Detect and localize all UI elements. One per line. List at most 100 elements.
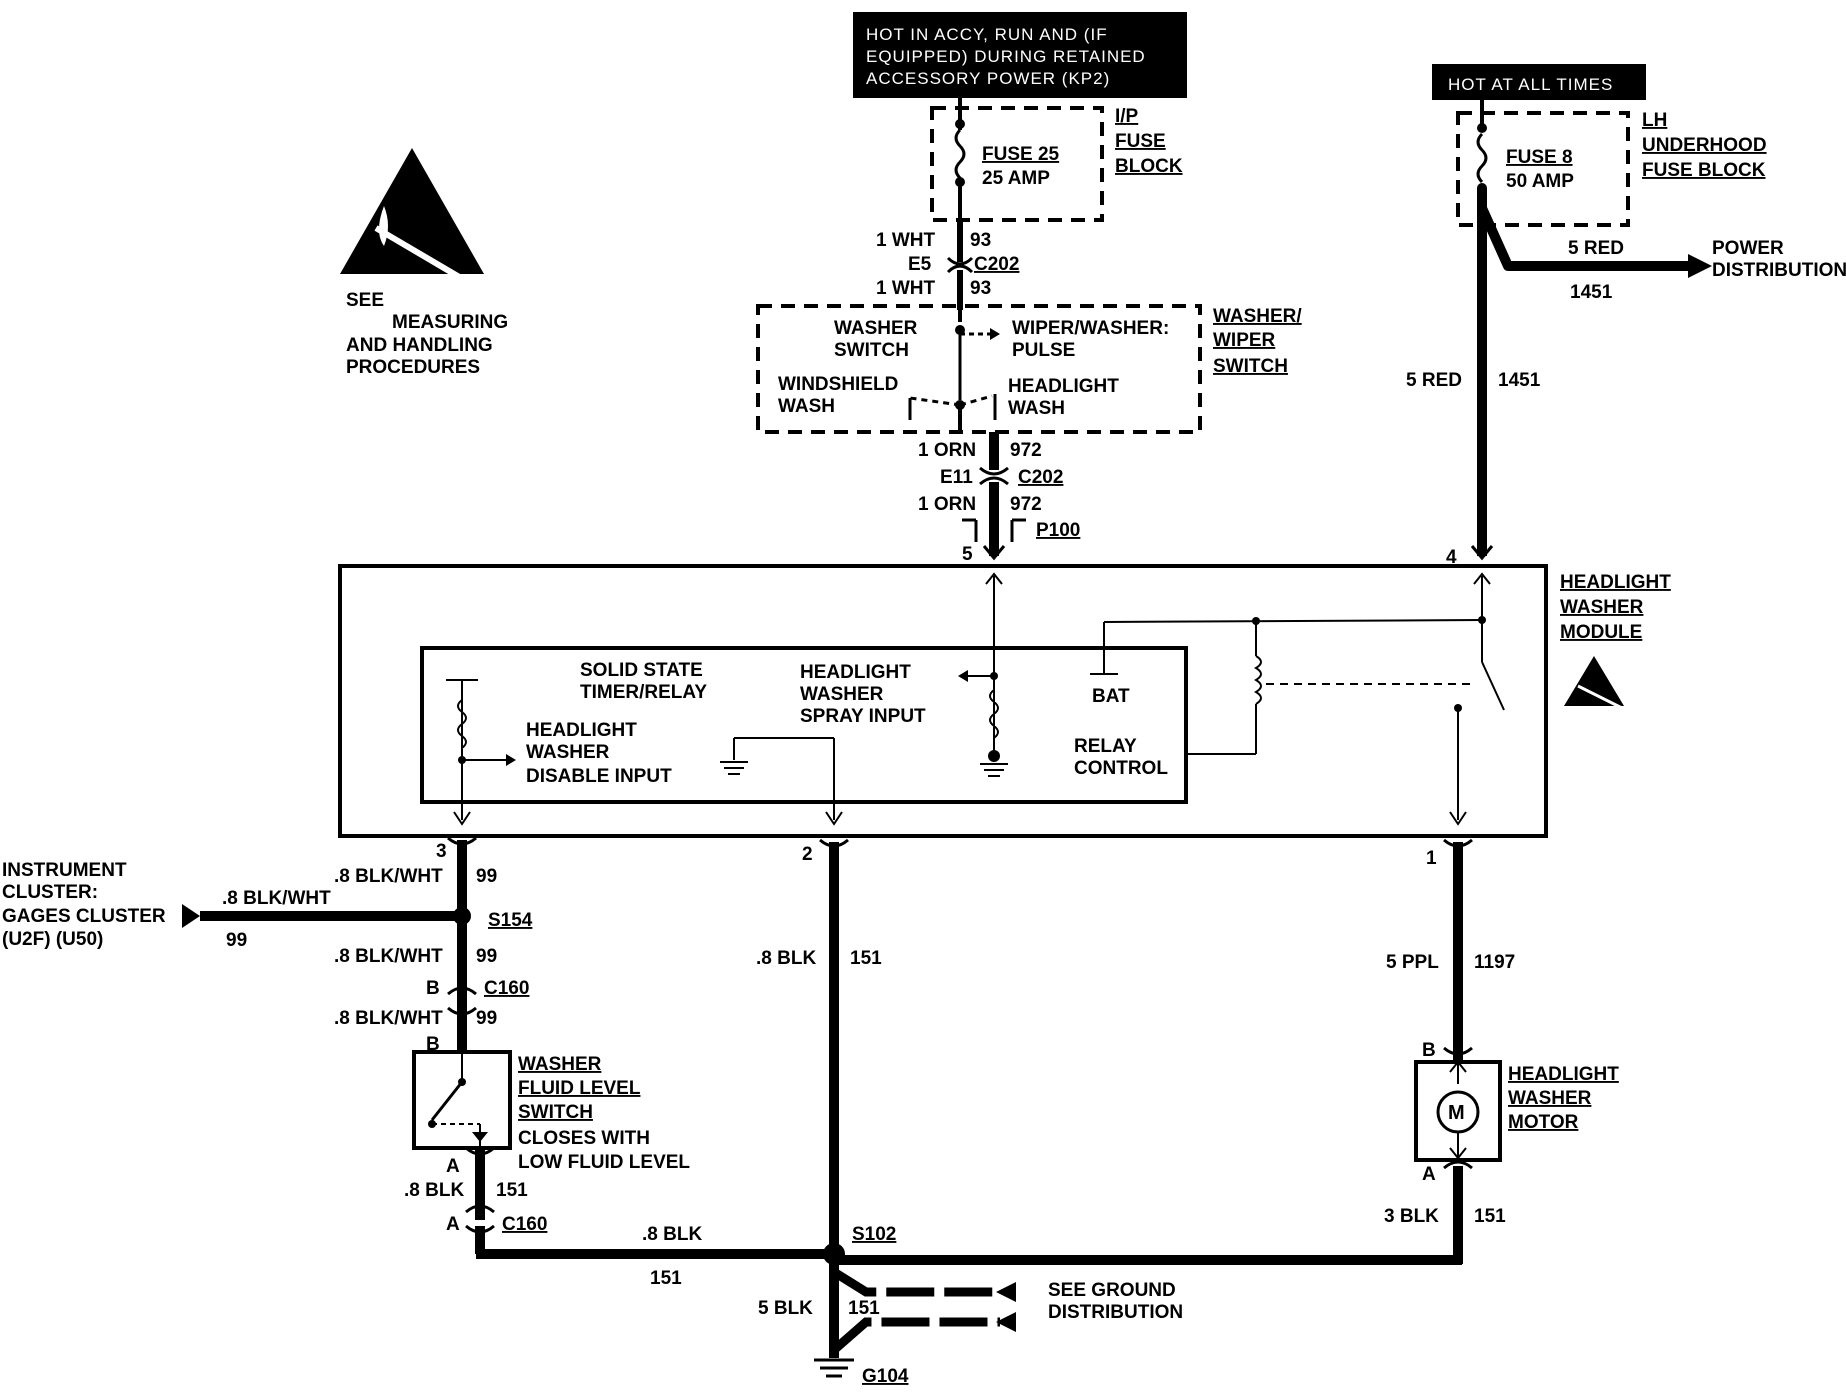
ip-fuse-block-label-1: I/P: [1115, 106, 1139, 127]
headlight-wash-label-2: WASH: [1008, 398, 1065, 419]
splice-s102-label: S102: [852, 1224, 896, 1245]
motor-symbol: M: [1448, 1102, 1465, 1124]
headlight-washer-module: HEADLIGHT WASHER MODULE SOLID STATE TIME…: [338, 564, 1671, 838]
motor-pin-a: A: [1422, 1164, 1436, 1185]
wire-1197: 1 5 PPL 1197 B: [1386, 838, 1515, 1062]
washer-wiper-switch-name-3: SWITCH: [1213, 356, 1288, 377]
windshield-wash-label-1: WINDSHIELD: [778, 374, 898, 395]
wire-972-circuit-bottom: 972: [1010, 494, 1042, 515]
ground-distribution-label-1: SEE GROUND: [1048, 1280, 1176, 1301]
wire-93-circuit-top: 93: [970, 230, 991, 251]
power-distribution-label-1: POWER: [1712, 238, 1784, 259]
wire-99-color-1: .8 BLK/WHT: [334, 866, 443, 887]
splice-s154-label: S154: [488, 910, 533, 931]
wire-151-right: A 3 BLK 151: [834, 1160, 1506, 1265]
esd-text-4: PROCEDURES: [346, 357, 480, 378]
module-name-2: WASHER: [1560, 597, 1644, 618]
module-name-1: HEADLIGHT: [1560, 572, 1671, 593]
ground-g104: 5 BLK 151 G104 SEE GROUND DISTRIBUTION: [758, 1254, 1183, 1387]
fluid-switch-label-3: SWITCH: [518, 1102, 593, 1123]
spray-input-label-2: WASHER: [800, 684, 884, 705]
wire-151-left-color: .8 BLK: [404, 1180, 464, 1201]
fluid-switch-pin-a: A: [446, 1156, 460, 1177]
wire-99-ic-color: .8 BLK/WHT: [222, 888, 331, 909]
fuse-25-symbol: [954, 128, 966, 180]
ground-g104-label: G104: [862, 1366, 909, 1387]
fuse-8-name: FUSE 8: [1506, 147, 1573, 168]
connector-c160-top: C160: [484, 978, 529, 999]
fuse-8-symbol: [1476, 132, 1488, 184]
acc-power-header: HOT IN ACCY, RUN AND (IF EQUIPPED) DURIN…: [853, 12, 1187, 98]
fuse-25-name: FUSE 25: [982, 144, 1060, 165]
wire-972-color-bottom: 1 ORN: [918, 494, 976, 515]
fluid-switch-pin-b: B: [426, 1034, 440, 1055]
wire-1197-color: 5 PPL: [1386, 952, 1439, 973]
wire-151-left-circuit: 151: [496, 1180, 528, 1201]
wiper-pulse-label-2: PULSE: [1012, 340, 1075, 361]
wire-151-left: A .8 BLK 151 A C160 .8 BLK 151: [404, 1146, 830, 1289]
wire-93-color-top: 1 WHT: [876, 230, 936, 251]
timer-relay-label-2: TIMER/RELAY: [580, 682, 707, 703]
module-pin-5: 5: [962, 544, 973, 565]
wire-99-color-2: .8 BLK/WHT: [334, 946, 443, 967]
connector-e5: E5: [908, 254, 932, 275]
connector-c160-pin-a: A: [446, 1214, 460, 1235]
washer-switch-label-1: WASHER: [834, 318, 918, 339]
wire-99: 3 .8 BLK/WHT 99 .8 BLK/WHT 99 S154 .8 BL…: [200, 836, 533, 1055]
wire-151-ground-color: 5 BLK: [758, 1298, 813, 1319]
connector-c202-top: C202: [974, 254, 1019, 275]
connector-c160-bottom: C160: [502, 1214, 547, 1235]
module-pin-1: 1: [1426, 848, 1437, 869]
wire-93-color-bottom: 1 WHT: [876, 278, 936, 299]
ip-fuse-block: FUSE 25 25 AMP I/P FUSE BLOCK: [930, 98, 1183, 222]
wire-1451: 5 RED 1451 POWER DISTRIBUTION 5 RED 1451…: [1406, 188, 1846, 568]
disable-input-label-1: HEADLIGHT: [526, 720, 637, 741]
spray-input-label-1: HEADLIGHT: [800, 662, 911, 683]
instrument-cluster-label-2: CLUSTER:: [2, 882, 98, 903]
wire-99-circuit-2: 99: [476, 946, 497, 967]
instrument-cluster-label-4: (U2F) (U50): [2, 929, 103, 950]
motor-label-1: HEADLIGHT: [1508, 1064, 1619, 1085]
relay-control-label-1: RELAY: [1074, 736, 1137, 757]
module-esd-icon: [1564, 656, 1627, 712]
module-pin-3: 3: [436, 841, 447, 862]
wire-1451-main-color: 5 RED: [1406, 370, 1462, 391]
wire-151-middle-color: .8 BLK: [756, 948, 816, 969]
connector-c202-bottom: C202: [1018, 467, 1063, 488]
disable-input-label-2: WASHER: [526, 742, 610, 763]
washer-wiper-switch-name-2: WIPER: [1213, 330, 1276, 351]
esd-warning-icon: [340, 148, 484, 274]
acc-power-line1: HOT IN ACCY, RUN AND (IF: [866, 25, 1108, 44]
washer-fluid-level-switch: WASHER FLUID LEVEL SWITCH CLOSES WITH LO…: [412, 1028, 690, 1173]
wire-99-circuit-3: 99: [476, 1008, 497, 1029]
wire-972-color-top: 1 ORN: [918, 440, 976, 461]
wire-151-right-color: 3 BLK: [1384, 1206, 1439, 1227]
ip-fuse-block-label-2: FUSE: [1115, 131, 1166, 152]
wire-1451-main-circuit: 1451: [1498, 370, 1541, 391]
esd-text-3: AND HANDLING: [346, 335, 493, 356]
disable-input-label-3: DISABLE INPUT: [526, 766, 672, 787]
module-name-3: MODULE: [1560, 622, 1642, 643]
instrument-cluster-label-3: GAGES CLUSTER: [2, 906, 166, 927]
esd-warning: SEE MEASURING AND HANDLING PROCEDURES: [340, 148, 508, 378]
ip-fuse-block-label-3: BLOCK: [1115, 156, 1183, 177]
motor-label-2: WASHER: [1508, 1088, 1592, 1109]
wire-151-middle: 2 .8 BLK 151 S102: [756, 838, 896, 1265]
wire-151-h-circuit: 151: [650, 1268, 682, 1289]
module-pin-2: 2: [802, 844, 813, 865]
wire-93: 1 WHT 93 E5 C202 1 WHT 93: [876, 220, 1019, 310]
washer-wiper-switch: WASHER SWITCH WIPER/WASHER: PULSE WINDSH…: [756, 304, 1302, 434]
windshield-wash-label-2: WASH: [778, 396, 835, 417]
fluid-switch-label-5: LOW FLUID LEVEL: [518, 1152, 690, 1173]
connector-p100: P100: [1036, 520, 1080, 541]
wire-99-circuit-1: 99: [476, 866, 497, 887]
wire-151-ground-circuit: 151: [848, 1298, 880, 1319]
wire-972-circuit-top: 972: [1010, 440, 1042, 461]
solid-state-timer-relay: [420, 646, 1188, 804]
wire-93-circuit-bottom: 93: [970, 278, 991, 299]
washer-wiper-switch-name-1: WASHER/: [1213, 306, 1302, 327]
instrument-cluster-label-1: INSTRUMENT: [2, 860, 127, 881]
relay-control-label-2: CONTROL: [1074, 758, 1168, 779]
esd-text-2: MEASURING: [392, 312, 508, 333]
lh-fuse-block-label-3: FUSE BLOCK: [1642, 160, 1766, 181]
